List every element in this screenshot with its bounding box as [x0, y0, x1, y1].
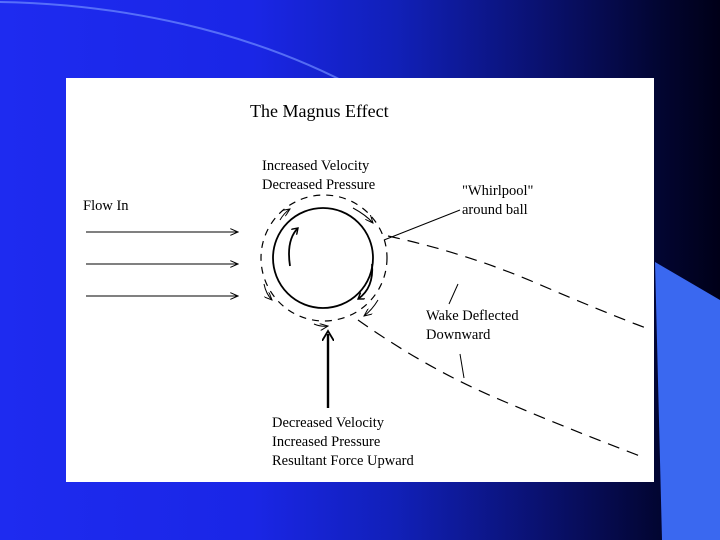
rotation-arrow-bottom	[314, 324, 328, 326]
wake-leader-lower	[460, 354, 464, 378]
whirlpool-leader-line	[384, 210, 460, 240]
label-wake-deflected: Wake Deflected	[426, 307, 519, 326]
wake-line-lower	[358, 320, 640, 456]
rotation-arrow-right	[364, 300, 378, 316]
label-increased-pressure: Increased Pressure	[272, 433, 380, 452]
label-decreased-pressure: Decreased Pressure	[262, 176, 375, 195]
label-resultant-force: Resultant Force Upward	[272, 452, 414, 471]
label-downward: Downward	[426, 326, 490, 345]
diagram-panel: The Magnus Effect Increased Velocity Dec…	[66, 78, 654, 482]
label-increased-velocity: Increased Velocity	[262, 157, 369, 176]
label-whirlpool: "Whirlpool"	[462, 182, 533, 201]
label-flow-in: Flow In	[83, 197, 129, 216]
spin-arrow-right	[358, 264, 372, 299]
whirlpool-ring	[261, 195, 387, 321]
ball	[273, 208, 373, 308]
decorative-arc	[0, 2, 360, 90]
diagram-title: The Magnus Effect	[250, 102, 389, 121]
label-around-ball: around ball	[462, 201, 528, 220]
label-decreased-velocity: Decreased Velocity	[272, 414, 384, 433]
rotation-arrow-top-left	[280, 209, 290, 220]
wake-leader-upper	[449, 284, 458, 304]
decorative-corner-shape	[655, 262, 720, 540]
spin-arrow-left	[289, 228, 298, 266]
